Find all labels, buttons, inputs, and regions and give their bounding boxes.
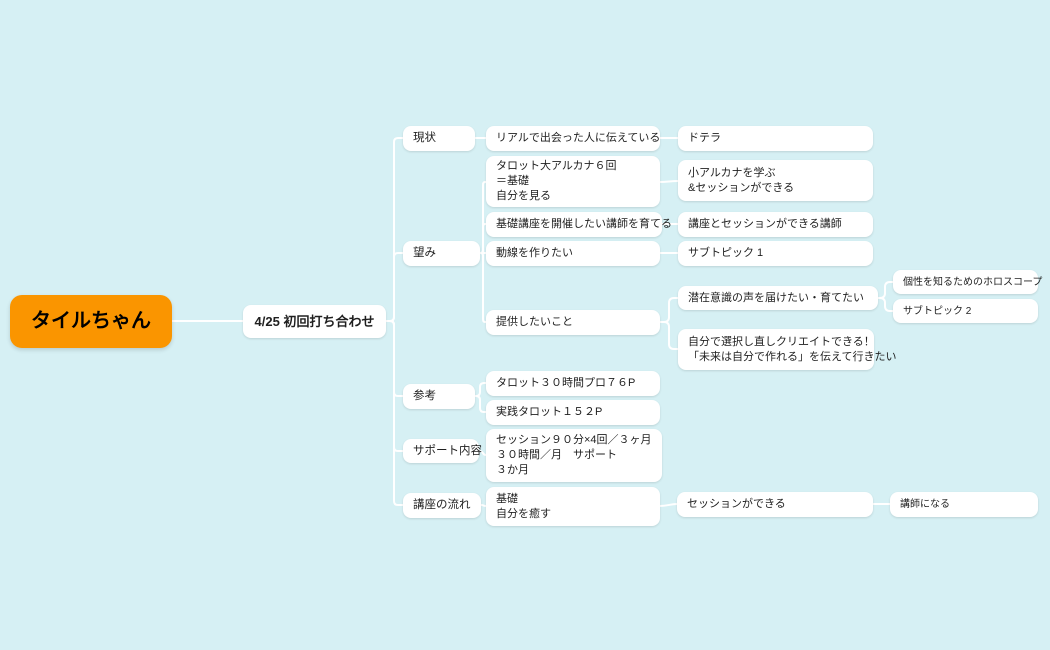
connector-subconscious-subtopic2 bbox=[877, 297, 894, 312]
branch-reference[interactable]: 参考 bbox=[403, 384, 475, 409]
connector-offer-selfrecreate bbox=[659, 321, 679, 350]
topic-train-instructors[interactable]: 基礎講座を開催したい講師を育てる bbox=[486, 212, 672, 237]
branch-course-flow[interactable]: 講座の流れ bbox=[403, 493, 481, 518]
connector-reference-tarot30 bbox=[474, 382, 487, 397]
connector-meeting-course-flow bbox=[385, 320, 404, 506]
topic-become-instructor[interactable]: 講師になる bbox=[890, 492, 1038, 517]
topic-tarot-30h-pro-76p[interactable]: タロット３０時間プロ７６P bbox=[486, 371, 660, 396]
topic-realworld-sharing[interactable]: リアルで出会った人に伝えている bbox=[486, 126, 660, 151]
branch-wishes[interactable]: 望み bbox=[403, 241, 480, 266]
connector-offer-subconscious bbox=[659, 297, 679, 323]
topic-subtopic-2[interactable]: サブトピック 2 bbox=[893, 299, 1038, 323]
topic-horoscope[interactable]: 個性を知るためのホロスコープ bbox=[893, 270, 1042, 294]
topic-subtopic-1[interactable]: サブトピック 1 bbox=[678, 241, 873, 266]
topic-minor-arcana-session[interactable]: 小アルカナを学ぶ &セッションができる bbox=[678, 160, 873, 201]
connector-tarot-major-minor bbox=[659, 180, 679, 183]
topic-instructor-outcome[interactable]: 講座とセッションができる講師 bbox=[678, 212, 873, 237]
connector-courseflow-basics bbox=[480, 504, 487, 507]
connector-meeting-wishes bbox=[385, 252, 404, 322]
topic-subconscious-voice[interactable]: 潜在意識の声を届けたい・育てたい bbox=[678, 286, 878, 310]
connector-support-session90 bbox=[478, 450, 487, 456]
topic-practical-tarot-152p[interactable]: 実践タロット１５２P bbox=[486, 400, 660, 425]
topic-basics-heal-self[interactable]: 基礎 自分を癒す bbox=[486, 487, 660, 526]
node-root[interactable]: タイルちゃん bbox=[10, 295, 172, 348]
branch-support-content[interactable]: サポート内容 bbox=[403, 439, 482, 463]
topic-create-flow-line[interactable]: 動線を作りたい bbox=[486, 241, 660, 266]
topic-session-90min-plan[interactable]: セッション９０分×4回／３ヶ月 ３０時間／月 サポート ３か月 bbox=[486, 429, 662, 482]
branch-current-state[interactable]: 現状 bbox=[403, 126, 475, 151]
connector-basics-cansession bbox=[659, 503, 678, 507]
connector-subconscious-horoscope bbox=[877, 281, 894, 299]
topic-doterra[interactable]: ドテラ bbox=[678, 126, 873, 151]
topic-can-do-sessions[interactable]: セッションができる bbox=[677, 492, 873, 517]
topic-self-recreate[interactable]: 自分で選択し直しクリエイトできる！ 「未来は自分で作れる」を伝えて行きたい bbox=[678, 329, 896, 370]
connector-reference-practical bbox=[474, 395, 487, 413]
topic-things-to-offer[interactable]: 提供したいこと bbox=[486, 310, 660, 335]
node-meeting-title[interactable]: 4/25 初回打ち合わせ bbox=[243, 305, 386, 338]
topic-tarot-major-arcana[interactable]: タロット大アルカナ６回 ＝基礎 自分を見る bbox=[486, 156, 660, 207]
connector-wishes-offer bbox=[479, 252, 487, 323]
